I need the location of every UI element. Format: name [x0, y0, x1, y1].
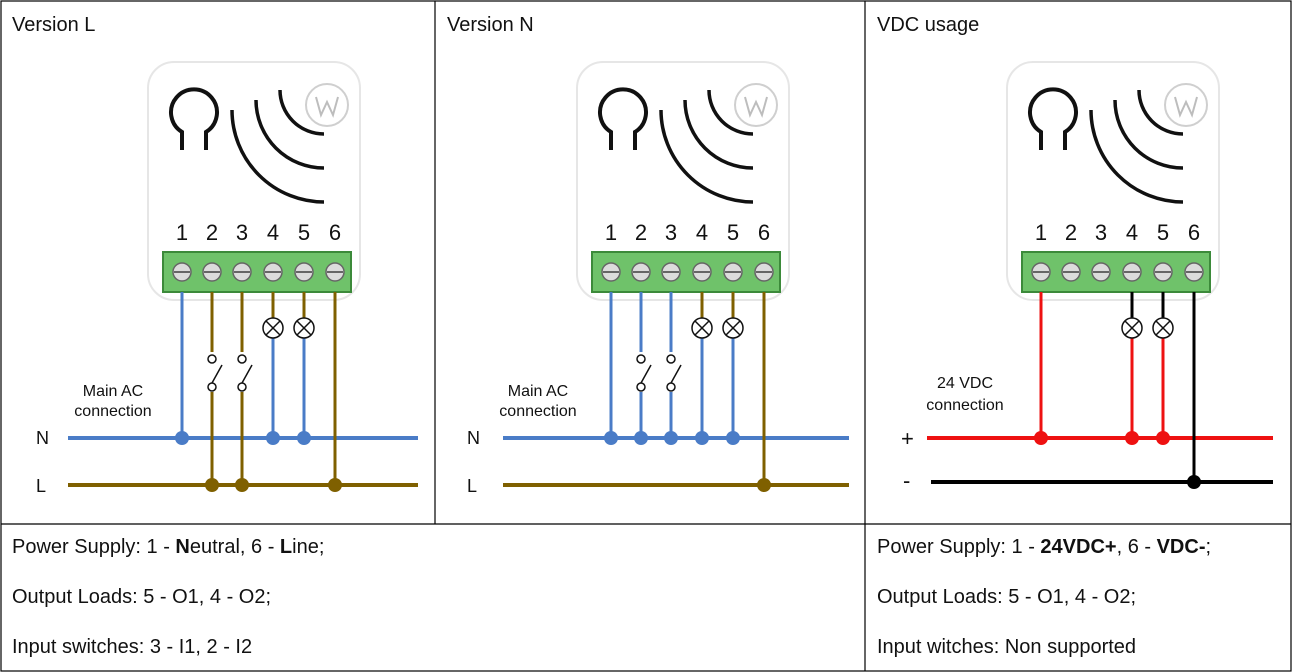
terminal-number: 6 [329, 220, 341, 245]
switch-icon [207, 354, 253, 392]
connection-label-line1: Main AC [83, 383, 143, 400]
panel-title-version-l: Version L [12, 14, 96, 36]
terminal-block [591, 251, 781, 293]
ac-power-supply-text: Power Supply: 1 - Neutral, 6 - Line; [12, 536, 324, 559]
device-module-icon: 1 2 3 4 5 6 [147, 61, 361, 301]
terminal-number: 5 [727, 220, 739, 245]
dc-power-plus-bold: 24VDC+ [1040, 536, 1117, 558]
terminal-number: 5 [298, 220, 310, 245]
device-module-icon: 1 2 3 4 5 6 [1006, 61, 1220, 301]
dc-power-supply-text: Power Supply: 1 - 24VDC+, 6 - VDC-; [877, 536, 1211, 559]
dc-input-switches-text: Input witches: Non supported [877, 636, 1137, 658]
ac-input-switches-text: Input switches: 3 - I1, 2 - I2 [12, 636, 253, 658]
junction-dots [1034, 431, 1201, 489]
terminal-number: 6 [758, 220, 770, 245]
wiring-diagram-version-l: 1 2 3 4 5 6 [36, 61, 418, 496]
terminal-number: 3 [1095, 220, 1107, 245]
connection-label-line1: Main AC [508, 383, 568, 400]
wiring-diagram-version-n: 1 2 3 4 5 6 [467, 61, 849, 496]
terminal-number: 5 [1157, 220, 1169, 245]
wireless-arcs-icon [1089, 89, 1184, 204]
terminal-number: 4 [1126, 220, 1138, 245]
panel-title-vdc: VDC usage [877, 14, 980, 36]
bulb-outline-icon [598, 87, 648, 150]
dc-power-mid: , 6 - [1116, 536, 1157, 558]
rail-label-plus: + [901, 426, 914, 451]
terminal-number: 1 [605, 220, 617, 245]
logo-badge-icon [734, 83, 778, 127]
wiring-diagram-vdc: 1 2 3 4 5 6 [901, 61, 1273, 493]
ac-power-prefix: Power Supply: 1 - [12, 536, 176, 558]
dc-power-prefix: Power Supply: 1 - [877, 536, 1041, 558]
ac-output-loads-text: Output Loads: 5 - O1, 4 - O2; [12, 586, 272, 608]
lamp-load-icon [1121, 317, 1174, 339]
device-module-icon: 1 2 3 4 5 6 [576, 61, 790, 301]
panel-title-version-n: Version N [447, 14, 534, 36]
terminal-number: 1 [1035, 220, 1047, 245]
logo-badge-icon [1164, 83, 1208, 127]
connection-label-line2: connection [74, 403, 151, 420]
connection-label-line2: connection [499, 403, 576, 420]
rail-label-minus: - [903, 468, 910, 493]
dc-power-end: ; [1205, 536, 1212, 558]
terminal-number: 6 [1188, 220, 1200, 245]
dc-power-minus-bold: VDC- [1156, 536, 1206, 558]
terminal-number: 4 [696, 220, 708, 245]
terminal-number: 1 [176, 220, 188, 245]
rail-label-l: L [36, 476, 46, 496]
junction-dots [604, 431, 771, 492]
terminal-number: 2 [1065, 220, 1077, 245]
ac-power-n-bold: N [175, 536, 190, 558]
junction-dots [175, 431, 342, 492]
bulb-outline-icon [1028, 87, 1078, 150]
terminal-block [1021, 251, 1211, 293]
rail-label-n: N [36, 428, 49, 448]
connection-label-line2: connection [926, 397, 1003, 414]
logo-badge-icon [305, 83, 349, 127]
dc-output-loads-text: Output Loads: 5 - O1, 4 - O2; [877, 586, 1137, 608]
wireless-arcs-icon [230, 89, 325, 204]
wireless-arcs-icon [659, 89, 754, 204]
terminal-number: 3 [236, 220, 248, 245]
terminal-number: 4 [267, 220, 279, 245]
switch-icon [636, 354, 682, 392]
terminal-number: 3 [665, 220, 677, 245]
ac-power-l-rest: ine; [292, 536, 325, 558]
rail-label-n: N [467, 428, 480, 448]
ac-power-l-bold: L [279, 536, 293, 558]
lamp-load-icon [691, 317, 744, 339]
terminal-block [162, 251, 352, 293]
lamp-load-icon [262, 317, 315, 339]
rail-label-l: L [467, 476, 477, 496]
connection-label-line1: 24 VDC [937, 375, 993, 392]
bulb-outline-icon [169, 87, 219, 150]
terminal-number: 2 [206, 220, 218, 245]
ac-power-n-rest: eutral, 6 - [189, 536, 280, 558]
terminal-number: 2 [635, 220, 647, 245]
